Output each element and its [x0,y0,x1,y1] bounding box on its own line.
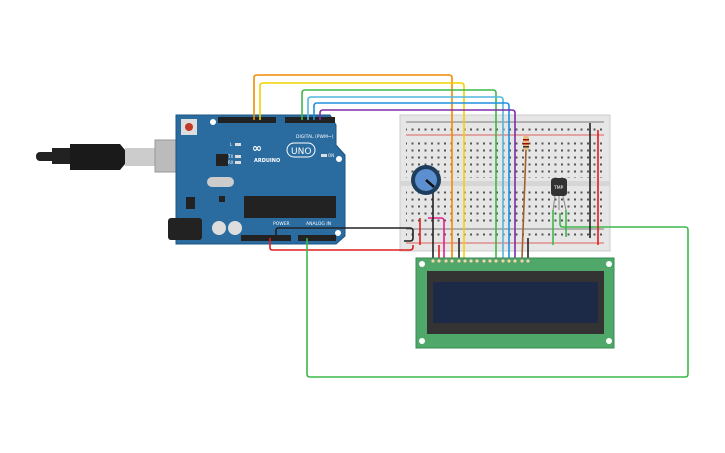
capacitor [212,221,226,235]
wire-yellow[interactable] [259,82,465,258]
lcd-16x2[interactable] [415,257,615,349]
wire-lightblue[interactable] [307,96,504,258]
resistor[interactable] [523,136,529,150]
wire-purple[interactable] [319,109,516,258]
wire-green-a0[interactable] [306,213,689,378]
tmp-label: TMP [553,185,564,191]
usb-chip [216,154,228,166]
led-on-label: ON [328,153,334,158]
led-l [235,143,241,146]
led-on [321,154,327,157]
digital-header-low [285,117,335,123]
wire-green-d5[interactable] [301,89,497,258]
led-rx [235,161,241,164]
arduino-uno-board[interactable]: DIGITAL (PWM~) ARDUINO ∞ UNO L TX RX ON … [168,114,346,245]
power-jack[interactable] [168,218,202,240]
power-label: POWER [273,221,290,227]
temperature-sensor[interactable]: TMP [551,178,567,211]
lcd-pins [431,259,531,264]
crystal [207,177,234,187]
arduino-logo: ARDUINO [254,158,280,164]
atmega-chip [244,196,336,218]
usb-cable[interactable] [36,139,198,173]
lcd-screen [433,282,598,323]
voltage-regulator [186,197,195,209]
wire-red-5v[interactable] [269,238,414,251]
infinity-icon: ∞ [252,141,262,155]
power-header [241,235,291,241]
led-l-label: L [230,142,233,147]
reset-button-cap[interactable] [185,123,193,131]
wire-orange[interactable] [253,74,453,258]
capacitor [228,221,242,235]
analog-label: ANALOG IN [306,221,331,227]
potentiometer[interactable] [411,165,441,195]
led-tx [235,155,241,158]
digital-label: DIGITAL (PWM~) [296,134,334,140]
digital-header-high [218,117,276,123]
mount-hole [335,230,341,236]
led-tx-label: TX [227,154,233,159]
wire-black-gnd[interactable] [275,227,414,242]
wire-pink[interactable] [428,217,445,258]
mount-hole [336,156,342,162]
uno-logo: UNO [291,147,311,157]
wire-brown[interactable] [521,149,527,259]
mount-hole [210,119,216,125]
analog-header [298,235,336,241]
wire-blue[interactable] [313,102,510,258]
led-rx-label: RX [228,160,234,165]
